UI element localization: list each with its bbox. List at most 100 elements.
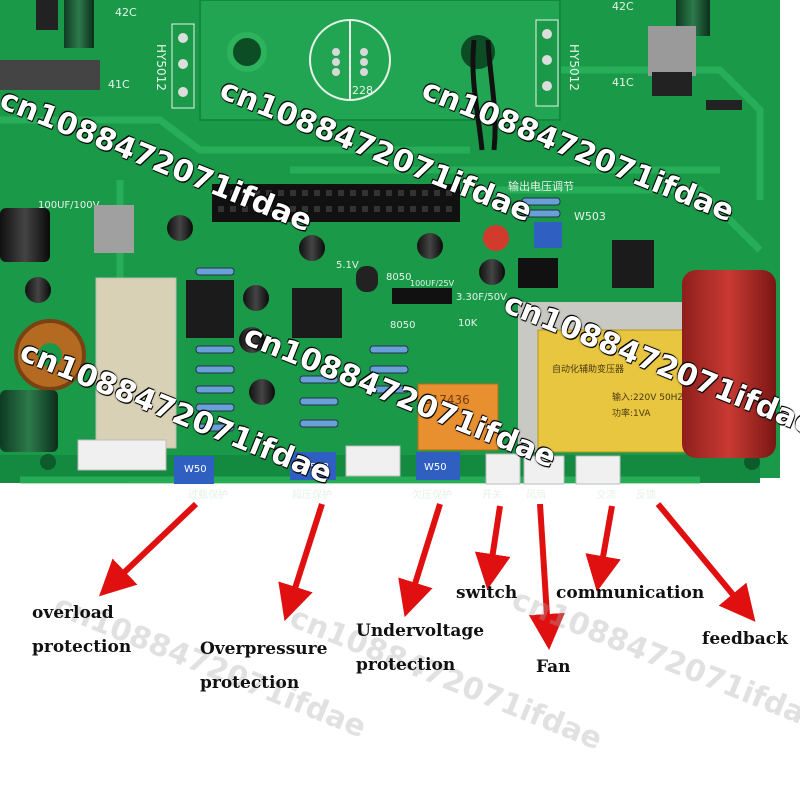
silk-100uf-25v: 100UF/25V xyxy=(410,279,455,288)
heatsink-left xyxy=(0,60,100,90)
ceramic-cap-red xyxy=(483,225,509,251)
transformer-text-2: 输入:220V 50HZ xyxy=(612,391,684,403)
resistor xyxy=(299,397,339,406)
resistor xyxy=(299,419,339,428)
silk-42c: 42C xyxy=(115,6,137,19)
silk-w503: W503 xyxy=(574,210,606,223)
ic-dip8-1 xyxy=(186,280,234,338)
silk-5v1: 5.1V xyxy=(336,260,359,271)
callout-line: Overpressure xyxy=(200,639,328,659)
resistor xyxy=(195,403,235,412)
callout-arrow xyxy=(398,503,443,618)
callout-arrow xyxy=(655,502,756,622)
jumper-block xyxy=(518,258,558,288)
trimpot-overvoltage xyxy=(290,452,336,480)
header-pin xyxy=(338,190,344,196)
header-pin xyxy=(422,206,428,212)
header-pin xyxy=(422,190,428,196)
callout-line: switch xyxy=(456,583,518,603)
silk-8050-a: 8050 xyxy=(386,272,411,283)
silk-41c: 41C xyxy=(108,78,130,91)
header-pin xyxy=(446,190,452,196)
pin-header-3-left xyxy=(171,23,195,109)
electrolytic-cap xyxy=(64,0,94,48)
header-pin xyxy=(230,206,236,212)
silk-hy5012-left: HY5012 xyxy=(154,44,168,91)
header-pin xyxy=(398,206,404,212)
electrolytic-cap-large xyxy=(0,208,50,262)
resistor xyxy=(369,345,409,354)
callout-overpressure: Overpressure protection xyxy=(200,632,327,700)
silk-41c-right: 41C xyxy=(612,76,634,89)
silk-100uf-100v: 100UF/100V xyxy=(38,200,100,211)
ic-dip8-2 xyxy=(292,288,342,338)
callout-feedback: feedback xyxy=(702,622,788,656)
header-pin xyxy=(326,190,332,196)
header-pin xyxy=(278,206,284,212)
resistor xyxy=(369,385,409,394)
silk-42c-right: 42C xyxy=(612,0,634,13)
callout-line: protection xyxy=(200,673,300,693)
header-pin xyxy=(350,190,356,196)
callout-undervoltage: Undervoltage protection xyxy=(356,614,484,682)
black-wires xyxy=(470,39,498,151)
header-pin xyxy=(278,190,284,196)
electrolytic-caps-small xyxy=(25,215,505,405)
callout-line: feedback xyxy=(702,629,788,649)
resistor xyxy=(299,375,339,384)
resistor xyxy=(521,197,561,206)
callout-fan: Fan xyxy=(536,650,571,684)
transformer-text-1: 自动化辅助变压器 xyxy=(552,363,624,375)
resistor xyxy=(195,385,235,394)
header-pin xyxy=(350,206,356,212)
silk-overload: 过载保护 xyxy=(188,488,228,501)
silk-33uf-50v: 3.30F/50V xyxy=(456,292,507,303)
callout-line: Undervoltage xyxy=(356,621,485,641)
header-pin xyxy=(254,190,260,196)
transistor-to92 xyxy=(356,266,378,292)
ic-dip8-3 xyxy=(612,240,654,288)
header-pin xyxy=(326,206,332,212)
header-pin xyxy=(434,190,440,196)
header-pin xyxy=(302,190,308,196)
header-pin xyxy=(314,190,320,196)
header-pin xyxy=(266,206,272,212)
silk-hy5012-right: HY5012 xyxy=(567,44,581,91)
resistor xyxy=(369,365,409,374)
resistor xyxy=(195,267,235,276)
header-pin xyxy=(254,206,260,212)
callout-line: protection xyxy=(32,637,132,657)
silk-overvoltage: 超压保护 xyxy=(292,488,332,501)
resistor xyxy=(521,209,561,218)
callout-overload: overload protection xyxy=(32,596,131,664)
header-pin xyxy=(398,190,404,196)
callout-line: overload xyxy=(32,603,114,623)
silk-fan: 风扇 xyxy=(526,488,546,501)
electrolytic-cap-left xyxy=(0,390,58,452)
callout-arrow xyxy=(585,505,621,592)
mosfet-heatsink xyxy=(94,205,134,253)
header-pin xyxy=(386,190,392,196)
header-pin xyxy=(386,206,392,212)
trimpot-top xyxy=(534,222,562,248)
cap-228-pads xyxy=(332,48,368,76)
trimpot-undervoltage xyxy=(416,452,460,480)
silk-trim-b: W503 xyxy=(300,462,329,473)
resistor xyxy=(195,365,235,374)
header-pin xyxy=(446,206,452,212)
callout-arrow xyxy=(474,505,511,590)
transistor-top-left xyxy=(36,0,58,30)
silk-ac: 交流 xyxy=(596,488,616,501)
silk-trim-a: W50 xyxy=(184,464,207,475)
header-pin xyxy=(338,206,344,212)
callout-arrow xyxy=(528,503,565,650)
transformer-label xyxy=(537,329,709,453)
silk-feedback: 反馈 xyxy=(636,488,656,501)
silk-switch: 开关 xyxy=(482,488,502,501)
silk-10k: 10K xyxy=(458,318,478,329)
callout-communication: communication xyxy=(556,576,704,610)
header-pin xyxy=(290,206,296,212)
header-pin xyxy=(410,190,416,196)
